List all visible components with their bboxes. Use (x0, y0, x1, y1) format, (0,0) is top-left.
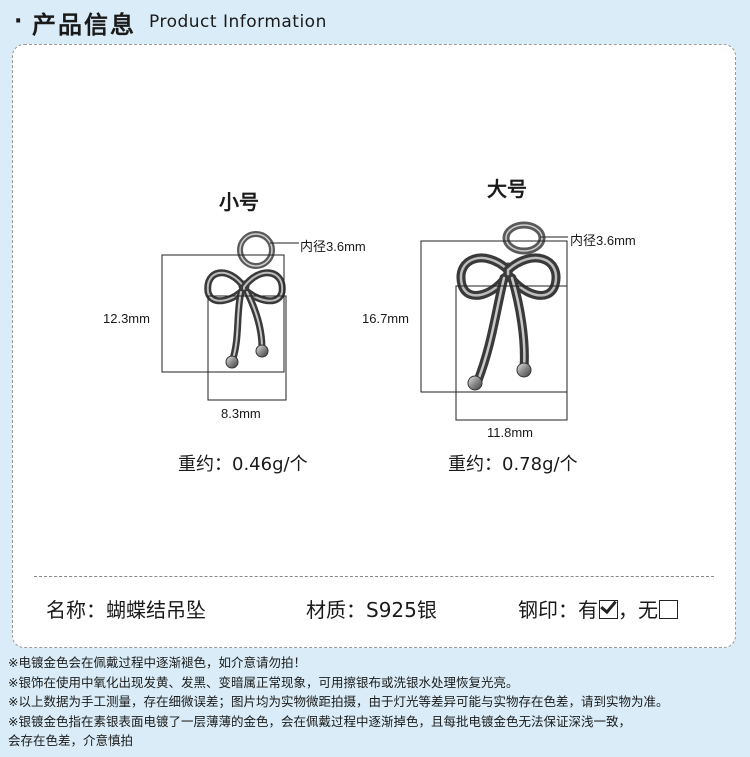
large-size-label: 大号 (487, 177, 527, 201)
stamp-label: 钢印： (518, 598, 578, 622)
header-bullet: · (14, 9, 23, 34)
large-width-label: 11.8mm (487, 425, 533, 440)
stamp-yes-checkbox (599, 600, 618, 619)
small-pendant-image (204, 231, 286, 369)
small-weight: 重约：0.46g/个 (178, 454, 308, 475)
stamp-separator: ， (618, 598, 638, 622)
large-height-label: 16.7mm (362, 311, 409, 326)
spec-material: 材质：S925银 (306, 598, 437, 622)
stamp-yes-label: 有 (578, 598, 598, 622)
large-weight: 重约：0.78g/个 (448, 454, 578, 475)
spec-stamp: 钢印：有 ，无 (518, 594, 678, 623)
large-pendant-image (456, 221, 561, 391)
spec-divider (34, 576, 714, 577)
note-line: ※电镀金色会在佩戴过程中逐渐褪色，如介意请勿拍！ (8, 655, 306, 670)
stamp-no-checkbox (659, 600, 678, 619)
product-card (12, 44, 736, 648)
small-dimension-lines (161, 242, 299, 401)
note-line: ※银饰在使用中氧化出现发黄、发黑、变暗属正常现象，可用擦银布或洗银水处理恢复光亮… (8, 674, 519, 690)
note-line: ※银镀金色指在素银表面电镀了一层薄薄的金色，会在佩戴过程中逐渐掉色，且每批电镀金… (8, 713, 631, 729)
large-dimension-lines (420, 236, 568, 421)
header-title-en: Product Information (149, 12, 327, 32)
header-title-cn: 产品信息 (32, 11, 136, 39)
note-line: ※以上数据为手工测量，存在细微误差；图片均为实物微距拍摄，由于灯光等差异可能与实… (8, 694, 669, 709)
note-line: 会存在色差，介意慎拍 (8, 733, 134, 748)
page-header: · 产品信息 Product Information (0, 0, 750, 44)
small-inner-diameter: 内径3.6mm (300, 239, 366, 254)
small-size-label: 小号 (219, 190, 259, 214)
stamp-no-label: 无 (638, 598, 658, 622)
spec-name: 名称：蝴蝶结吊坠 (46, 598, 206, 622)
notes-section: ※电镀金色会在佩戴过程中逐渐褪色，如介意请勿拍！ ※银饰在使用中氧化出现发黄、发… (8, 653, 748, 751)
large-inner-diameter: 内径3.6mm (570, 233, 636, 248)
small-height-label: 12.3mm (103, 311, 150, 326)
small-width-label: 8.3mm (221, 406, 261, 421)
